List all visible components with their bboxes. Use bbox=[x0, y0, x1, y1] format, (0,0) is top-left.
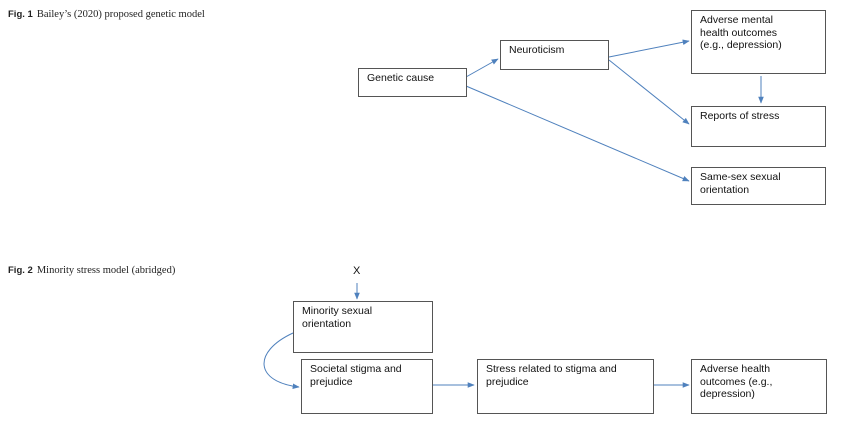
arrow-genetic-to-neuroticism bbox=[465, 58, 499, 78]
node-adverse-mental-health: Adverse mental health outcomes (e.g., de… bbox=[691, 10, 826, 74]
fig1-caption-text: Bailey’s (2020) proposed genetic model bbox=[36, 9, 205, 20]
arrow-genetic-to-same-sex bbox=[465, 85, 690, 182]
arrow-neuroticism-to-adverse-mental bbox=[608, 39, 690, 58]
node-societal-stigma: Societal stigma and prejudice bbox=[301, 359, 433, 414]
node-neuroticism: Neuroticism bbox=[500, 40, 609, 70]
node-genetic-cause: Genetic cause bbox=[358, 68, 467, 97]
node-adverse-health-outcomes: Adverse health outcomes (e.g., depressio… bbox=[691, 359, 827, 414]
arrow-neuroticism-to-reports-stress bbox=[608, 59, 690, 125]
node-same-sex-orientation: Same-sex sexual orientation bbox=[691, 167, 826, 205]
fig1-caption-label: Fig. 1 bbox=[8, 9, 33, 20]
node-reports-of-stress: Reports of stress bbox=[691, 106, 826, 147]
x-label: X bbox=[353, 265, 361, 277]
fig2-caption-text: Minority stress model (abridged) bbox=[36, 265, 176, 276]
arrow-minority-to-societal bbox=[263, 332, 300, 390]
fig2-caption-label: Fig. 2 bbox=[8, 265, 33, 276]
node-minority-sexual-orientation: Minority sexual orientation bbox=[293, 301, 433, 353]
node-stress-related-to-stigma: Stress related to stigma and prejudice bbox=[477, 359, 654, 414]
